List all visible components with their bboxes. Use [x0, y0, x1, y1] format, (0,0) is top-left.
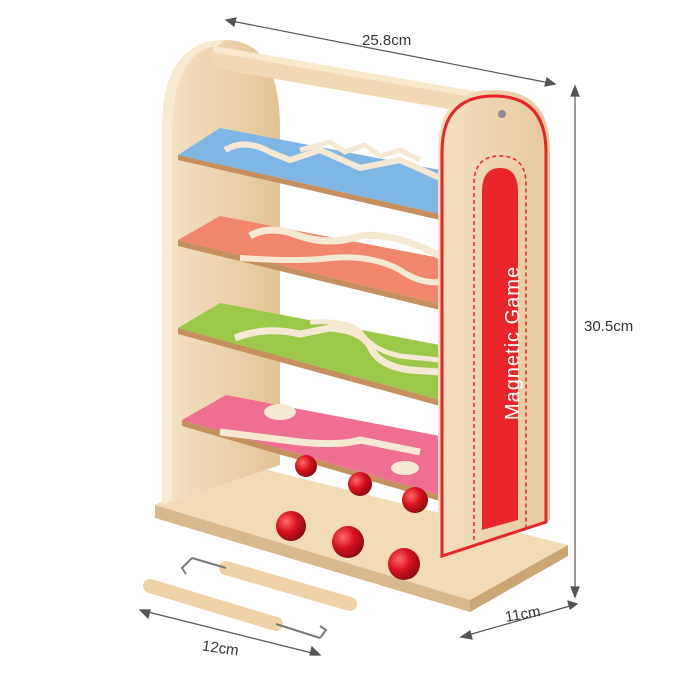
fishing-sticks: [143, 557, 357, 639]
shelf-green: [178, 303, 441, 406]
ball: [388, 548, 420, 580]
height-dimension-label: 30.5cm: [584, 318, 634, 335]
shelf-orange: [178, 216, 442, 310]
shelf-blue: [178, 128, 442, 220]
magnetic-balls: [276, 455, 428, 580]
side-panel-label: Magnetic Game: [502, 265, 524, 421]
ball: [295, 455, 317, 477]
ball: [348, 472, 372, 496]
ball: [276, 511, 306, 541]
width-dimension-label: 25.8cm: [362, 32, 412, 49]
ball: [332, 526, 364, 558]
base-board: [155, 463, 568, 612]
right-side-panel: [438, 90, 550, 560]
ball: [402, 487, 428, 513]
dimension-lines: [138, 17, 580, 656]
top-rod: [212, 46, 514, 120]
